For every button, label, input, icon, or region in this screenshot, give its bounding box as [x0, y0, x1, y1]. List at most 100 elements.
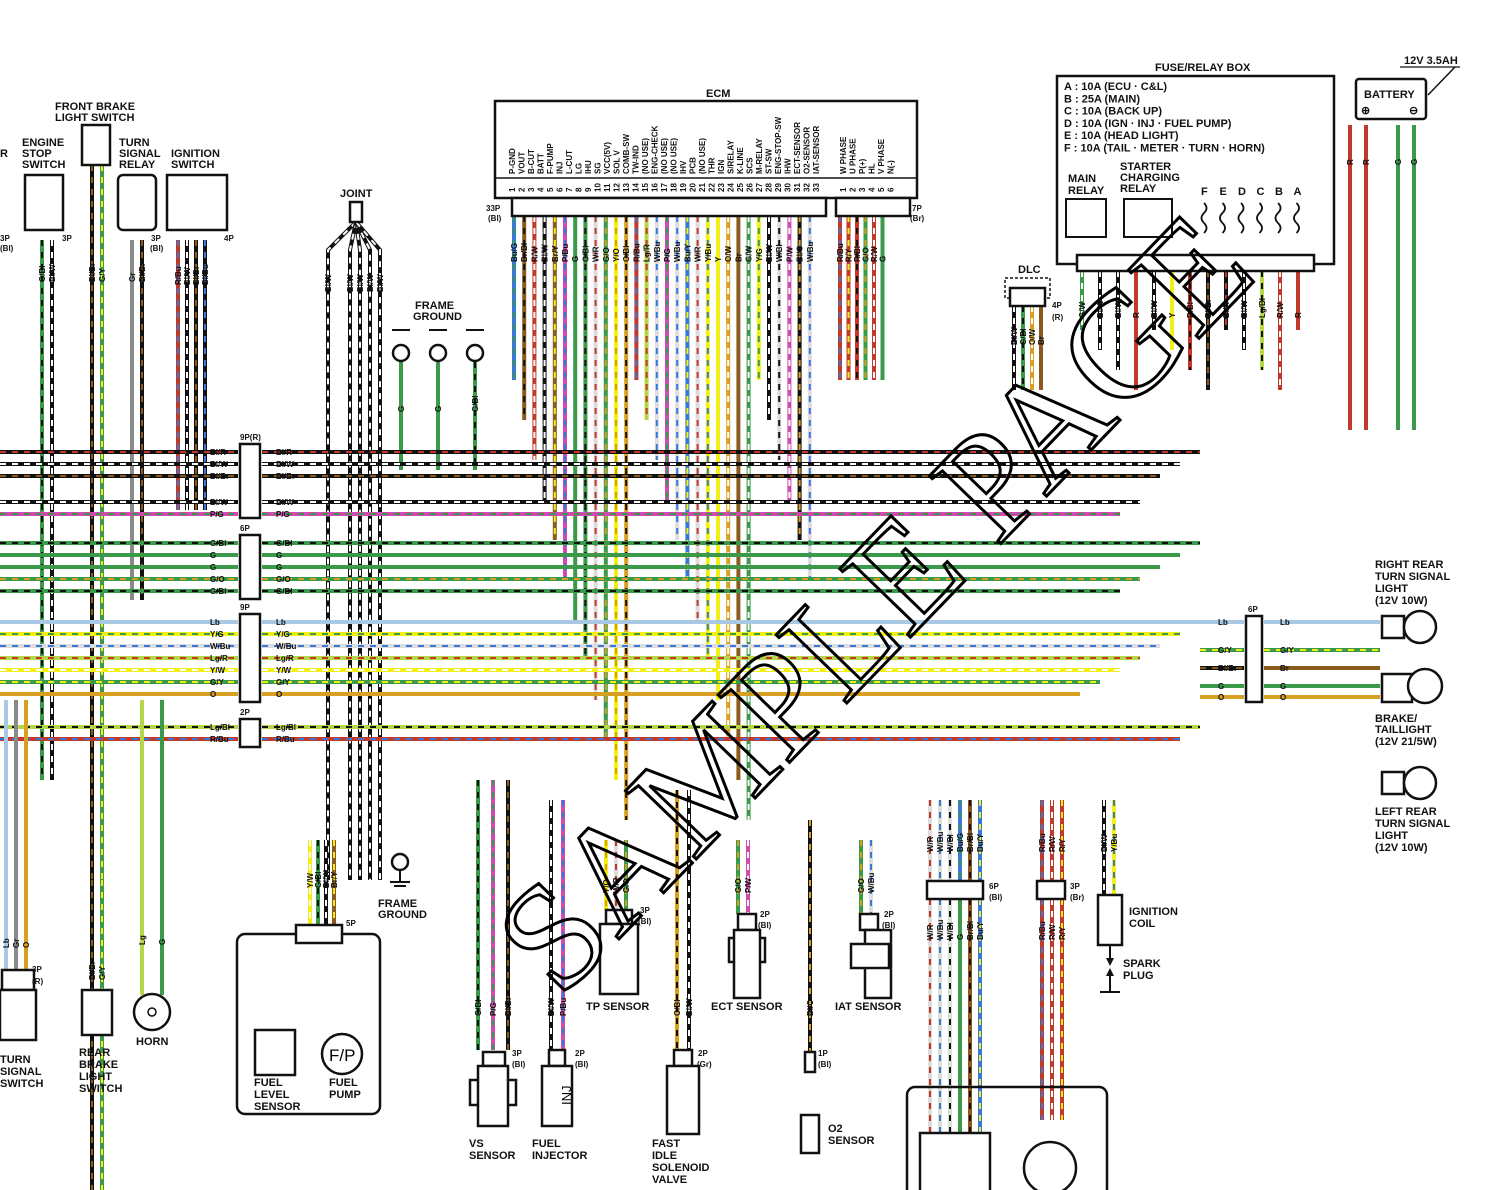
wire-label: R/Bu: [1038, 921, 1047, 940]
right-turn-bulb-icon: [1402, 609, 1438, 645]
dlc-wire-label: O/W: [1028, 329, 1037, 345]
ecm-wire-label: Br/Y: [551, 245, 560, 262]
rear-brake-label-4: SWITCH: [79, 1083, 122, 1095]
turn-relay-connector: 3P: [151, 234, 161, 243]
ecm-wire-label: W/Bu: [653, 241, 662, 262]
fuse-item: E : 10A (HEAD LIGHT): [1064, 130, 1179, 142]
mid-connector-wire-left: P/G: [210, 510, 224, 519]
engine-stop-label-2: STOP: [22, 148, 52, 160]
partial-left-component: R 3P (Bl): [0, 148, 14, 253]
turn-switch-connector-label: 3P: [32, 965, 42, 974]
fuse-item: F : 10A (TAIL · METER · TURN · HORN): [1064, 143, 1265, 155]
ecm-wire-label: G/Bl: [581, 246, 590, 262]
ecm-wire-label: W/Bl: [775, 244, 784, 262]
brake-tail-label-3: (12V 21/5W): [1375, 736, 1437, 748]
tp-connector-color: (Bl): [638, 917, 652, 926]
wire-label: Bl/Br: [504, 997, 513, 1016]
ecm-pin-number: 28: [765, 183, 774, 192]
frame-ground-lug-icon: [390, 852, 410, 872]
ecm-pin-number: 29: [774, 183, 783, 192]
vs-connector-color: (Bl): [512, 1060, 526, 1069]
ect-sensor-icon: [732, 928, 762, 1000]
ecm-pin-label: (NO USE): [641, 138, 650, 174]
fuse-icon: [1293, 202, 1300, 234]
ignition-switch: IGNITION SWITCH 4P: [165, 148, 234, 243]
wire-label: G/Bl: [38, 266, 47, 282]
battery-wire-label: G: [1394, 159, 1403, 165]
fuse-relay-box: FUSE/RELAY BOX A : 10A (ECU · C&L)B : 25…: [1010, 62, 1419, 345]
wire-label: P/Bu: [559, 998, 568, 1016]
ground-lug-icon: [465, 343, 485, 363]
wire-label: O: [22, 942, 31, 948]
turn-switch-label-3: SWITCH: [0, 1078, 43, 1090]
fuse-box-wire-label: R: [1294, 312, 1303, 318]
wire-label: Bl/W: [322, 870, 331, 888]
ground-wire-label: G: [434, 406, 443, 412]
wire-label: P/G: [489, 1002, 498, 1016]
mid-connector-wire-left: O: [210, 690, 216, 699]
wire-label: G/O: [734, 878, 743, 893]
rear-wire-right: G/Y: [1280, 646, 1294, 655]
tp-sensor: 3P (Bl) TP SENSOR: [586, 906, 652, 1013]
horn: HORN: [132, 992, 172, 1048]
vs-label-2: SENSOR: [469, 1150, 516, 1162]
ecm-wire-label: R/Y: [845, 248, 854, 262]
left-turn-label-3: LIGHT: [1375, 830, 1408, 842]
ecm-pin-label: INJ: [556, 162, 565, 174]
wire-label: Bl/Br: [88, 961, 97, 980]
mid-connector-wire-left: Y/W: [210, 666, 226, 675]
turn-relay-connector-color: (Bl): [150, 244, 164, 253]
dlc-wire-label: Bl/W: [1010, 327, 1019, 345]
stator-icon: [1022, 1140, 1078, 1190]
mid-connector-wire-right: G/O: [276, 575, 291, 584]
frame-ground-top-label-2: GROUND: [413, 311, 462, 323]
turn-relay-body: [116, 173, 158, 232]
ecm-wire-label: W/Bu: [806, 241, 815, 262]
left-turn-bulb-icon: [1402, 765, 1438, 801]
wire-label: G: [158, 939, 167, 945]
mid-connector-wire-right: Bl/W: [276, 460, 294, 469]
engine-stop-label-3: SWITCH: [22, 159, 65, 171]
ecm-33p-connector: [510, 196, 828, 218]
wire-label: R/W: [1048, 836, 1057, 852]
mid-connector-wire-right: G: [276, 563, 282, 572]
wire-label: G/O: [622, 878, 631, 893]
rear-wire-left: G/Y: [1218, 646, 1232, 655]
turn-switch-body: [0, 988, 38, 1042]
mid-connector-body: [238, 612, 262, 704]
wire-label: R/Y: [1058, 838, 1067, 852]
ignition-coil-label-2: COIL: [1129, 918, 1156, 930]
ecm-wire-label: R/Bu: [836, 243, 845, 262]
fuse-list: A : 10A (ECU · C&L)B : 25A (MAIN)C : 10A…: [1064, 81, 1265, 155]
ground-wire-label: G/Bl: [471, 396, 480, 412]
rear-brake-label-1: REAR: [79, 1047, 110, 1059]
injector-label-2: INJECTOR: [532, 1150, 587, 1162]
mid-connector-wire-right: G/Bl: [276, 587, 292, 596]
mid-connector-wire-right: Lg/R: [276, 654, 294, 663]
joint-wire-label: Bl/W: [356, 274, 365, 292]
mid-connector-body: [238, 717, 262, 749]
ignition-coil-label-1: IGNITION: [1129, 906, 1178, 918]
fuse-box-wire-label: Lg/Bl: [1258, 298, 1267, 318]
ecm-pin-number: 21: [698, 183, 707, 192]
fuse-icon: [1200, 202, 1208, 234]
engine-stop-connector: 3P: [62, 234, 72, 243]
mid-connector-wire-right: R/Bu: [276, 735, 295, 744]
ecm-pin-number: 8: [575, 187, 584, 192]
stator-3p-connector: 3P (Br): [1035, 879, 1085, 902]
fuse-letter: B: [1275, 186, 1283, 198]
mid-connector-wire-left: Lb: [210, 618, 220, 627]
ect-sensor-label: ECT SENSOR: [711, 1001, 783, 1013]
ecm-pin-label: P(+): [858, 158, 867, 174]
ecm-wire-label: W/Bu: [673, 241, 682, 262]
mid-connector-wire-right: G/Y: [276, 678, 290, 687]
fuel-level-label-3: SENSOR: [254, 1101, 301, 1113]
mid-connector-wire-left: G/Bl: [210, 539, 226, 548]
ecm-pin-label: M-RELAY: [755, 138, 764, 174]
mid-connector-wire-left: Bl/W: [210, 460, 228, 469]
fast-idle-solenoid-valve: 2P (Gr) FAST IDLE SOLENOID VALVE: [652, 1048, 712, 1186]
fuel-pump-label-2: PUMP: [329, 1089, 361, 1101]
ecm-pin-number: 33: [812, 183, 821, 192]
ecm-33p-color: (Bl): [488, 214, 502, 223]
